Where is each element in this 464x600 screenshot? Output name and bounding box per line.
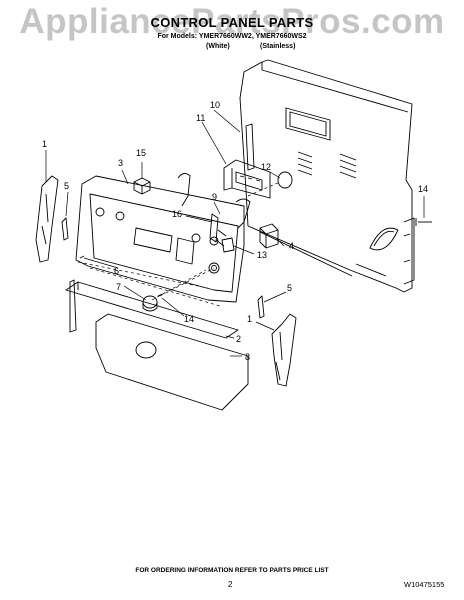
part-8-drawing — [95, 313, 249, 411]
part-9-clip-right — [235, 198, 251, 229]
callout-1-left: 1 — [42, 139, 47, 149]
callout-11: 11 — [196, 113, 205, 123]
callout-9: 9 — [212, 192, 217, 202]
callout-2: 2 — [236, 334, 241, 344]
callout-7: 7 — [116, 282, 121, 292]
part-6-drawing — [79, 255, 85, 259]
callout-14-left: 14 — [184, 314, 194, 324]
page-title: CONTROL PANEL PARTS — [150, 15, 314, 30]
model-numbers: For Models: YMER7660WW2, YMER7660WS2 — [157, 33, 307, 40]
part-14-left-drawing — [157, 293, 163, 297]
callout-8: 8 — [245, 352, 250, 362]
callout-10: 10 — [210, 100, 220, 110]
part-5-left-drawing — [61, 217, 69, 241]
page-number: 2 — [228, 580, 233, 589]
part-2-drawing — [65, 279, 239, 339]
callout-6: 6 — [114, 266, 119, 276]
variant-stainless-label: (Stainless) — [260, 43, 296, 50]
callout-15: 15 — [136, 148, 146, 158]
part-10-drawing — [245, 123, 255, 171]
part-9-clip-left — [177, 173, 191, 207]
part-5-right-drawing — [257, 295, 265, 319]
callout-5-right: 5 — [287, 283, 292, 293]
part-16-drawing — [209, 213, 219, 243]
callout-16: 16 — [172, 209, 182, 219]
callout-3: 3 — [118, 158, 123, 168]
variant-white-label: (White) — [206, 43, 230, 50]
callout-14-right: 14 — [418, 184, 428, 194]
callout-13: 13 — [257, 250, 267, 260]
part-1-left-drawing — [35, 175, 59, 263]
document-number: W10475155 — [404, 580, 445, 589]
part-1-right-drawing — [271, 313, 297, 387]
part-13-drawing — [221, 237, 235, 253]
part-4-drawing — [259, 223, 279, 249]
callout-5-left: 5 — [64, 181, 69, 191]
ordering-note: FOR ORDERING INFORMATION REFER TO PARTS … — [135, 567, 329, 574]
watermark-logo: AppliancePartsPros.com — [19, 2, 445, 41]
callout-4: 4 — [289, 241, 294, 251]
callout-1-right: 1 — [247, 314, 252, 324]
callout-12: 12 — [261, 162, 271, 172]
part-11-drawing — [223, 159, 271, 199]
part-3-drawing — [75, 175, 245, 303]
part-12-drawing — [277, 171, 293, 189]
